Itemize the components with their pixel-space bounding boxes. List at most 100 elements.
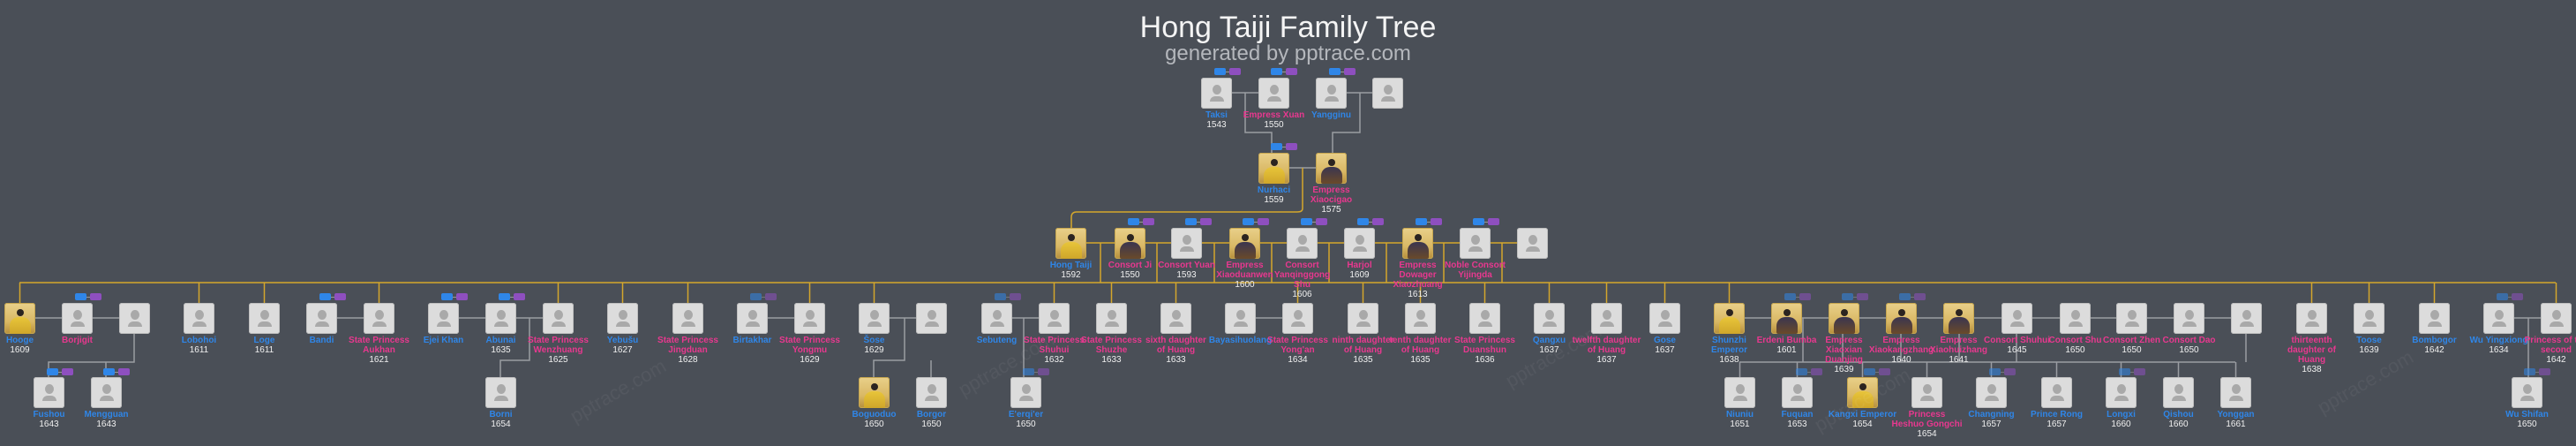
person-name[interactable]: State Princess Yongmu [779, 336, 840, 355]
person-name[interactable]: Yangginu [1311, 110, 1351, 120]
children-toggle-icon[interactable] [1143, 218, 1154, 225]
portrait-image[interactable] [859, 377, 890, 408]
person-name[interactable]: State Princess Shuhui [1024, 336, 1085, 355]
person-placeholder-icon[interactable] [1469, 303, 1500, 334]
person-node-noble-consort-yijingda[interactable]: Noble Consort Yijingda [1440, 228, 1511, 280]
children-toggle-icon[interactable] [1879, 368, 1890, 375]
portrait-image[interactable] [1847, 377, 1878, 408]
person-placeholder-icon[interactable] [672, 303, 703, 334]
family-toggle-badge[interactable] [2524, 368, 2552, 375]
person-placeholder-icon[interactable] [2163, 377, 2194, 408]
person-name[interactable]: Borgor [916, 410, 947, 420]
person-placeholder-icon[interactable] [1534, 303, 1565, 334]
children-toggle-icon[interactable] [1811, 368, 1822, 375]
person-node-yangginu[interactable]: Yangginu [1296, 78, 1367, 120]
portrait-image[interactable] [1229, 228, 1260, 259]
person-name[interactable]: Consort Yanqinggong Shu [1273, 261, 1331, 290]
person-name[interactable]: Empress Xuan [1243, 110, 1305, 120]
children-toggle-icon[interactable] [334, 293, 346, 300]
parents-toggle-icon[interactable] [995, 293, 1006, 300]
person-name[interactable]: Empress Xiaohuizhang [1930, 336, 1987, 355]
portrait-image[interactable] [1316, 153, 1347, 184]
person-placeholder-icon[interactable] [2354, 303, 2384, 334]
person-name[interactable]: Borni [489, 410, 513, 420]
person-name[interactable]: Changning [1968, 410, 2015, 420]
children-toggle-icon[interactable] [2004, 368, 2016, 375]
person-name[interactable]: Qangxu [1532, 336, 1566, 345]
family-toggle-badge[interactable] [319, 293, 348, 300]
person-name[interactable]: Longxi [2107, 410, 2136, 420]
children-toggle-icon[interactable] [90, 293, 101, 300]
parents-toggle-icon[interactable] [750, 293, 762, 300]
person-placeholder-icon[interactable] [737, 303, 768, 334]
children-toggle-icon[interactable] [1010, 293, 1021, 300]
person-placeholder-icon[interactable] [543, 303, 574, 334]
person-placeholder-icon[interactable] [91, 377, 122, 408]
person-placeholder-icon[interactable] [1405, 303, 1436, 334]
parents-toggle-icon[interactable] [499, 293, 510, 300]
parents-toggle-icon[interactable] [1271, 143, 1282, 150]
person-name[interactable]: Wu Shifan [2505, 410, 2549, 420]
parents-toggle-icon[interactable] [2119, 368, 2130, 375]
family-toggle-badge[interactable] [441, 293, 469, 300]
family-toggle-badge[interactable] [1989, 368, 2017, 375]
children-toggle-icon[interactable] [118, 368, 130, 375]
parents-toggle-icon[interactable] [1329, 68, 1341, 75]
person-placeholder-icon[interactable] [1348, 303, 1378, 334]
person-placeholder-icon[interactable] [1171, 228, 1202, 259]
person-placeholder-icon[interactable] [1517, 228, 1548, 259]
person-name[interactable]: E'erqi'er [1008, 410, 1044, 420]
person-name[interactable]: tenth daughter of Huang [1389, 336, 1452, 355]
person-node-unknown[interactable] [1498, 228, 1568, 261]
person-name[interactable]: Wu Yingxiong [2469, 336, 2528, 345]
person-placeholder-icon[interactable] [184, 303, 214, 334]
family-toggle-badge[interactable] [995, 293, 1023, 300]
children-toggle-icon[interactable] [1488, 218, 1499, 225]
family-toggle-badge[interactable] [1796, 368, 1824, 375]
person-name[interactable]: Consort Ji [1108, 261, 1153, 270]
person-placeholder-icon[interactable] [428, 303, 459, 334]
person-name[interactable]: Bombogor [2412, 336, 2457, 345]
person-name[interactable]: Yonggan [2217, 410, 2255, 420]
family-toggle-badge[interactable] [1842, 293, 1870, 300]
family-toggle-badge[interactable] [1357, 218, 1386, 225]
children-toggle-icon[interactable] [514, 293, 525, 300]
person-placeholder-icon[interactable] [1201, 78, 1232, 109]
parents-toggle-icon[interactable] [1842, 293, 1853, 300]
person-name[interactable]: Empress Xiaoxian Duanjing [1825, 336, 1863, 365]
person-name[interactable]: Empress Xiaocigao [1310, 185, 1353, 205]
children-toggle-icon[interactable] [1229, 68, 1241, 75]
person-name[interactable]: State Princess Aukhan [349, 336, 409, 355]
person-placeholder-icon[interactable] [2220, 377, 2251, 408]
person-placeholder-icon[interactable] [916, 303, 947, 334]
person-placeholder-icon[interactable] [2001, 303, 2032, 334]
family-toggle-badge[interactable] [1301, 218, 1329, 225]
portrait-image[interactable] [1055, 228, 1086, 259]
person-placeholder-icon[interactable] [306, 303, 337, 334]
children-toggle-icon[interactable] [765, 293, 777, 300]
person-placeholder-icon[interactable] [607, 303, 638, 334]
